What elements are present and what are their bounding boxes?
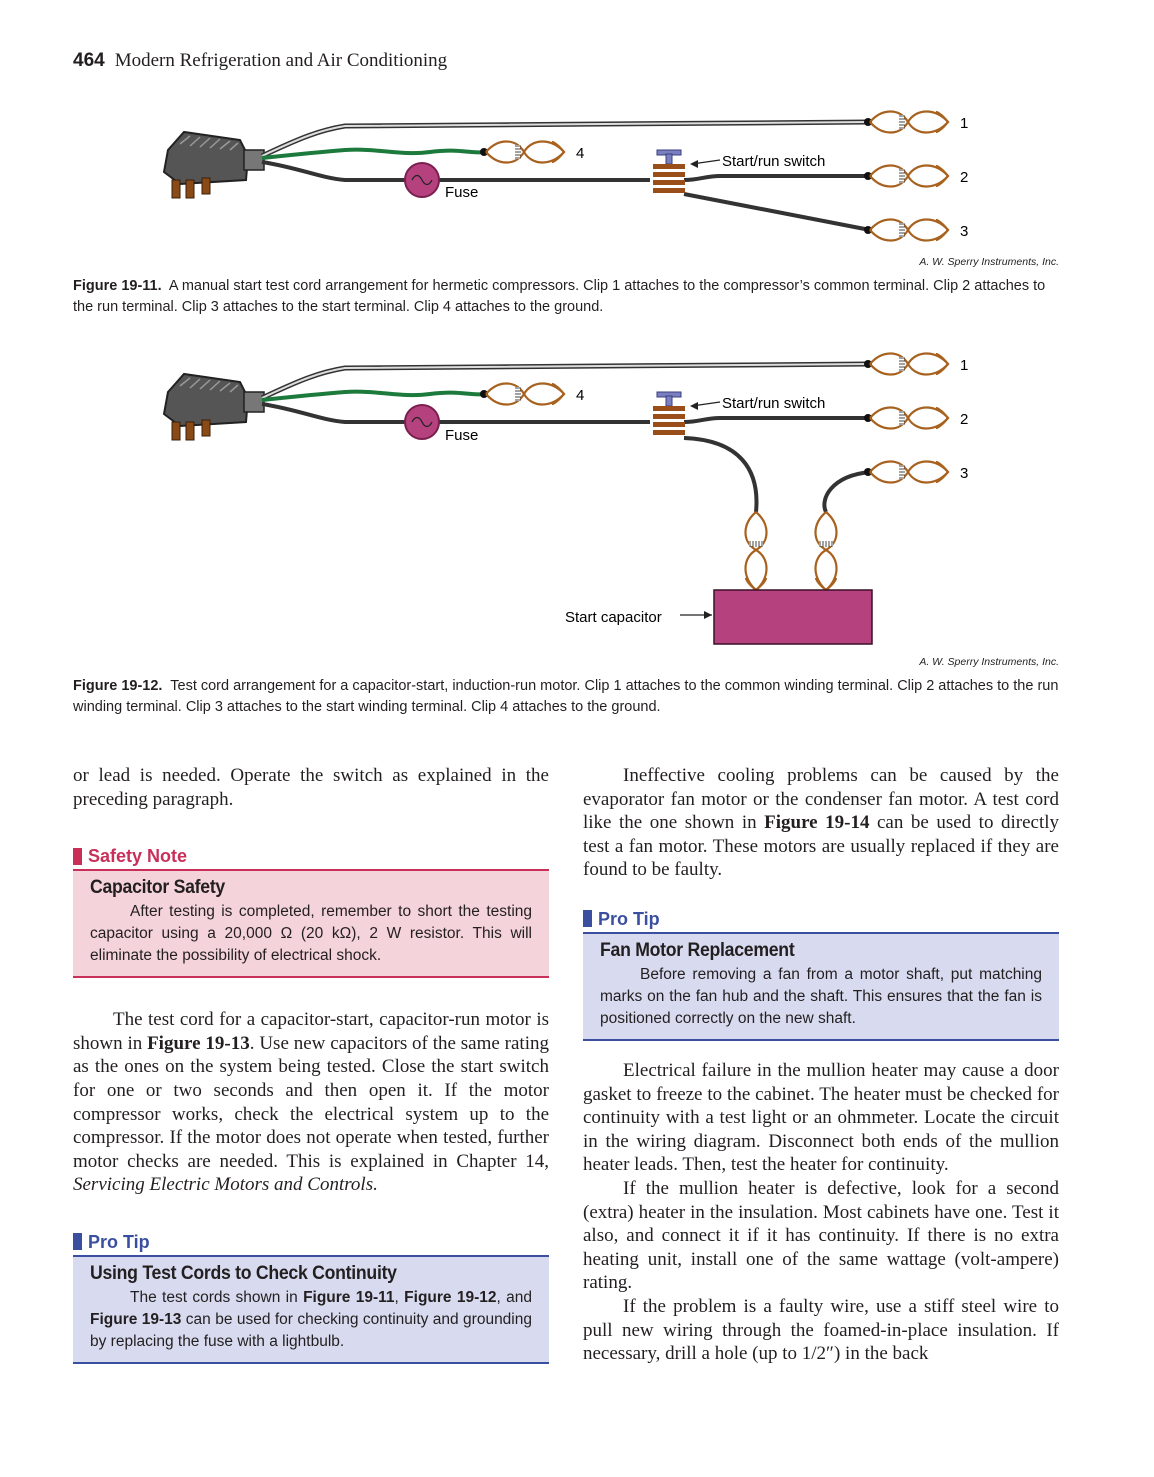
text-run: Ineffective cooling problems can be caus…	[583, 765, 1059, 834]
pro-tip-title: Using Test Cords to Check Continuity	[90, 1262, 397, 1284]
switch-icon	[652, 149, 686, 194]
caption-text: A manual start test cord arrangement for…	[73, 278, 1046, 315]
pro-tip-heading: Pro Tip	[73, 1231, 549, 1253]
figure-label: Figure 19-12.	[73, 678, 163, 694]
safety-note-label: Safety Note	[88, 846, 188, 867]
paragraph: or lead is needed. Operate the switch as…	[73, 765, 549, 810]
fuse-label: Fuse	[445, 184, 478, 201]
text-run: The test cords shown in	[130, 1288, 304, 1306]
safety-note: Safety Note Capacitor Safety After testi…	[73, 845, 549, 979]
text-run: ,	[394, 1288, 405, 1306]
text-run: can be used to directly test a fan motor…	[583, 812, 1060, 881]
figure-reference: Figure 19-13	[147, 1032, 250, 1054]
chapter-title: Servicing Electric Motors and Controls.	[73, 1174, 378, 1196]
clip-2-label: 2	[960, 411, 968, 428]
text-run: . Use new capacitors of the same rating …	[73, 1032, 549, 1172]
pro-tip-heading: Pro Tip	[583, 908, 1059, 930]
left-column: or lead is needed. Operate the switch as…	[73, 764, 549, 1364]
paragraph: If the mullion heater is defective, look…	[583, 1177, 1059, 1294]
figure-caption: Figure 19-11. A manual start test cord a…	[73, 276, 1063, 318]
clip-1-label: 1	[960, 115, 968, 132]
right-column: Ineffective cooling problems can be caus…	[583, 764, 1059, 1366]
pro-tip-text: Before removing a fan from a motor shaft…	[600, 965, 1042, 1027]
heading-bar	[73, 1233, 82, 1251]
pro-tip: Pro Tip Using Test Cords to Check Contin…	[73, 1231, 549, 1364]
pro-tip-title: Fan Motor Replacement	[600, 939, 795, 961]
pro-tip-label: Pro Tip	[598, 908, 660, 929]
clip-4-label: 4	[576, 145, 584, 162]
figure-reference: Figure 19-11	[303, 1288, 395, 1306]
safety-note-text: After testing is completed, remember to …	[90, 903, 532, 965]
caption-text: Test cord arrangement for a capacitor-st…	[73, 678, 1059, 715]
switch-label: Start/run switch	[722, 395, 825, 412]
heading-bar	[73, 847, 82, 865]
safety-note-box: Capacitor Safety After testing is comple…	[73, 869, 549, 979]
paragraph: If the problem is a faulty wire, use a s…	[583, 1295, 1059, 1365]
pro-tip-box: Fan Motor Replacement Before removing a …	[583, 931, 1059, 1041]
clip-3-label: 3	[960, 223, 968, 240]
text-run: , and	[496, 1288, 533, 1306]
figure-credit: A. W. Sperry Instruments, Inc.	[919, 256, 1059, 268]
clip-2-label: 2	[960, 169, 968, 186]
pro-tip-box: Using Test Cords to Check Continuity The…	[73, 1254, 549, 1364]
plug-icon	[163, 131, 265, 199]
clip-1-label: 1	[960, 357, 968, 374]
safety-note-heading: Safety Note	[73, 845, 549, 867]
paragraph: Ineffective cooling problems can be caus…	[583, 764, 1059, 882]
figure-reference: Figure 19-13	[90, 1310, 182, 1328]
figure-reference: Figure 19-12	[404, 1288, 497, 1306]
capacitor-label: Start capacitor	[565, 609, 662, 626]
book-title: Modern Refrigeration and Air Conditionin…	[114, 50, 448, 71]
paragraph: The test cord for a capacitor-start, cap…	[73, 1008, 549, 1197]
clip-4-label: 4	[576, 387, 584, 404]
figure-reference: Figure 19-14	[764, 812, 870, 834]
figure-label: Figure 19-11.	[73, 278, 162, 294]
paragraph: Electrical failure in the mullion heater…	[583, 1059, 1059, 1176]
fuse-label: Fuse	[445, 427, 478, 444]
page-number: 464	[73, 50, 105, 71]
figure-19-11-diagram: 1 2 3 4 Start/run switch Fuse	[163, 110, 968, 242]
plug-icon	[163, 373, 265, 441]
figure-caption: Figure 19-12. Test cord arrangement for …	[73, 676, 1063, 718]
text-run: can be used for checking continuity and …	[90, 1310, 532, 1350]
page-header: 464 Modern Refrigeration and Air Conditio…	[73, 50, 447, 72]
switch-label: Start/run switch	[722, 153, 825, 170]
pro-tip-label: Pro Tip	[88, 1231, 150, 1252]
pro-tip: Pro Tip Fan Motor Replacement Before rem…	[583, 908, 1059, 1041]
pro-tip-text: The test cords shown in Figure 19-11, Fi…	[90, 1287, 532, 1353]
safety-note-title: Capacitor Safety	[90, 877, 225, 899]
switch-icon	[652, 391, 686, 436]
text-run: The test cord for a capacitor-start, cap…	[73, 1009, 549, 1054]
clip-3-label: 3	[960, 465, 968, 482]
heading-bar	[583, 910, 592, 928]
start-capacitor-icon	[713, 589, 873, 645]
figure-credit: A. W. Sperry Instruments, Inc.	[919, 656, 1059, 668]
figure-19-12-diagram: 1 2 3 4 Start/run switch Fuse Start capa…	[163, 352, 968, 645]
